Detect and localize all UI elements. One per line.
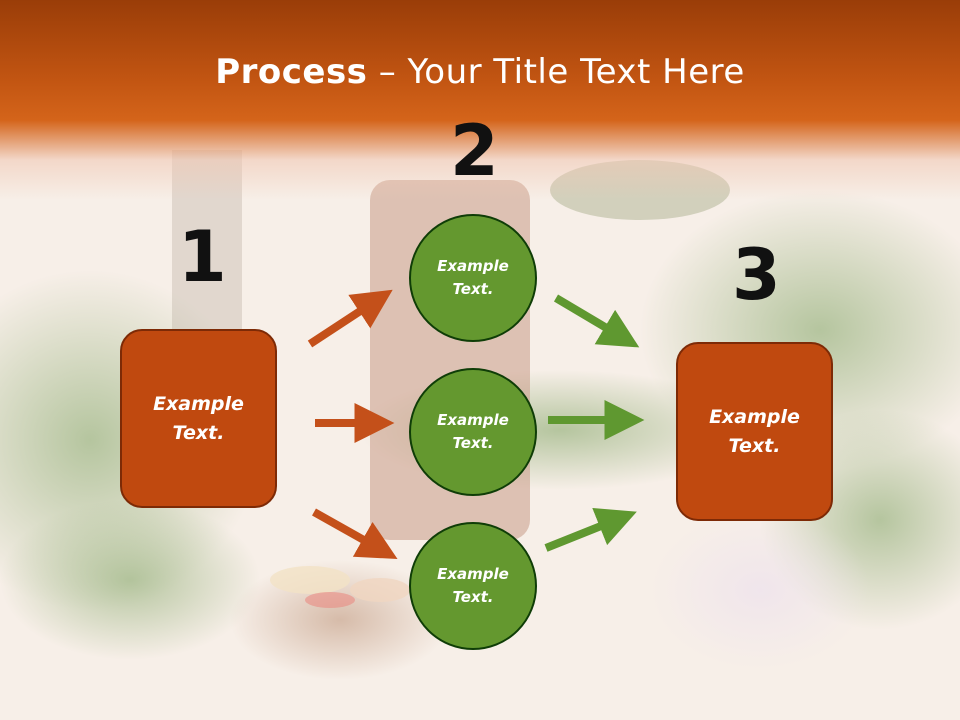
step-number-2: 2	[450, 110, 499, 192]
circle-middle-text: Example Text.	[437, 411, 509, 452]
step-number-3: 3	[732, 234, 781, 316]
circle-top-text: Example Text.	[437, 257, 509, 298]
circle-top: Example Text.	[409, 214, 537, 342]
arrow-from-bottom-circle	[544, 507, 637, 552]
circle-bottom-text: Example Text.	[437, 565, 509, 606]
right-box-text: Example Text.	[709, 405, 800, 457]
arrow-from-top-circle	[553, 294, 640, 348]
arrow-to-top-circle	[307, 289, 393, 348]
circle-bottom: Example Text.	[409, 522, 537, 650]
left-box-text: Example Text.	[153, 392, 244, 444]
title-bold: Process	[215, 52, 368, 92]
arrow-to-bottom-circle	[312, 508, 398, 559]
header-band	[0, 0, 960, 200]
circle-middle: Example Text.	[409, 368, 537, 496]
left-box: Example Text.	[120, 329, 277, 508]
right-box: Example Text.	[676, 342, 833, 521]
title-rest: – Your Title Text Here	[367, 52, 745, 92]
step-number-1: 1	[178, 216, 227, 298]
slide-title: Process – Your Title Text Here	[0, 52, 960, 92]
